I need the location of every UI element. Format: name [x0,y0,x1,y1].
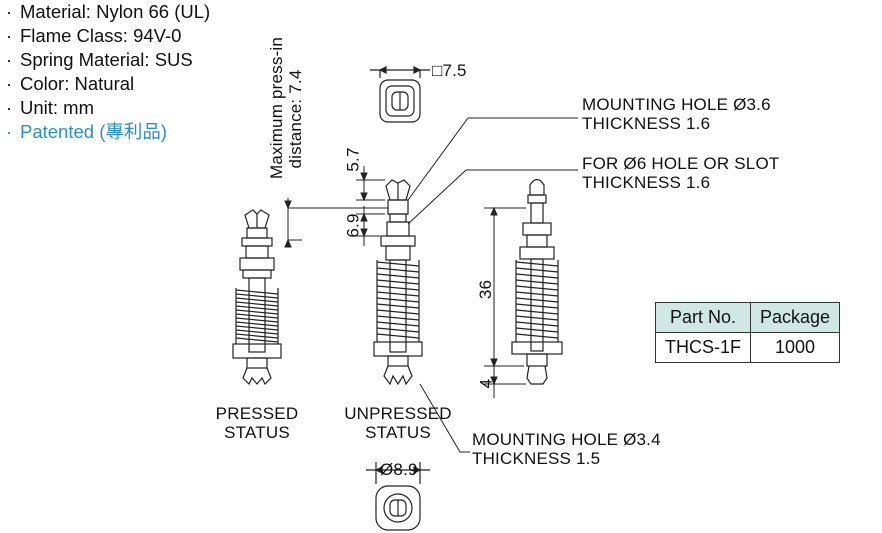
unpressed-status-line1: UNPRESSED [344,404,452,423]
dim-5-7: 5.7 [343,147,363,172]
bottom-view-circle [366,462,430,531]
callout-mounting-hole-3-4-line1: MOUNTING HOLE Ø3.4 [472,430,661,449]
package-header: Package [749,302,841,333]
callout-hole-or-slot: FOR Ø6 HOLE OR SLOT THICKNESS 1.6 [582,154,779,192]
press-in-label: Maximum press-in distance: 7.4 [267,36,305,179]
unpressed-spring [376,260,420,342]
pressed-status-line1: PRESSED [215,404,299,423]
spec-patented: ·Patented (專利品) [6,121,168,142]
pressed-status-line2: STATUS [224,423,290,442]
press-in-line2: distance: 7.4 [286,69,305,169]
side-view-part-drawing [511,178,563,385]
dimension-lines [284,166,526,398]
pressed-status-label: PRESSED STATUS [212,404,302,442]
pressed-spring [235,288,279,344]
dim-square-7-5: □7.5 [432,61,467,80]
part-no-header: Part No. [655,302,751,333]
side-spring [515,260,559,342]
spec-list: ·Material: Nylon 66 (UL) ·Flame Class: 9… [6,0,210,144]
part-table-header-row: Part No. Package [655,302,841,333]
spec-unit: ·Unit: mm [6,97,94,118]
dim-6-9: 6.9 [343,213,363,238]
press-in-line1: Maximum press-in [267,36,286,179]
spec-flame-class: ·Flame Class: 94V-0 [6,25,182,46]
package-cell: 1000 [749,332,841,363]
callout-mounting-hole-3-4: MOUNTING HOLE Ø3.4 THICKNESS 1.5 [472,430,661,468]
part-no-cell: THCS-1F [655,332,751,363]
callout-mounting-hole-3-6: MOUNTING HOLE Ø3.6 THICKNESS 1.6 [582,95,771,133]
callout-hole-or-slot-line1: FOR Ø6 HOLE OR SLOT [582,154,780,173]
dim-4: 4 [476,378,496,389]
pressed-part-drawing [232,209,282,386]
callout-mounting-hole-3-4-line2: THICKNESS 1.5 [472,449,601,468]
leader-lines [407,117,578,453]
unpressed-status-label: UNPRESSED STATUS [340,404,456,442]
dim-diameter-8-9: Ø8.9 [380,460,418,479]
spec-spring-material: ·Spring Material: SUS [6,49,193,70]
part-table-row: THCS-1F 1000 [655,332,841,363]
callout-mounting-hole-3-6-line1: MOUNTING HOLE Ø3.6 [582,95,771,114]
dim-36: 36 [476,279,496,300]
unpressed-part-drawing [373,179,423,386]
unpressed-status-line2: STATUS [365,423,431,442]
top-view-square [370,66,430,123]
callout-hole-or-slot-line2: THICKNESS 1.6 [582,173,711,192]
spec-material: ·Material: Nylon 66 (UL) [6,1,211,22]
part-table: Part No. Package THCS-1F 1000 [655,302,841,363]
spec-color: ·Color: Natural [6,73,135,94]
callout-mounting-hole-3-6-line2: THICKNESS 1.6 [582,114,711,133]
